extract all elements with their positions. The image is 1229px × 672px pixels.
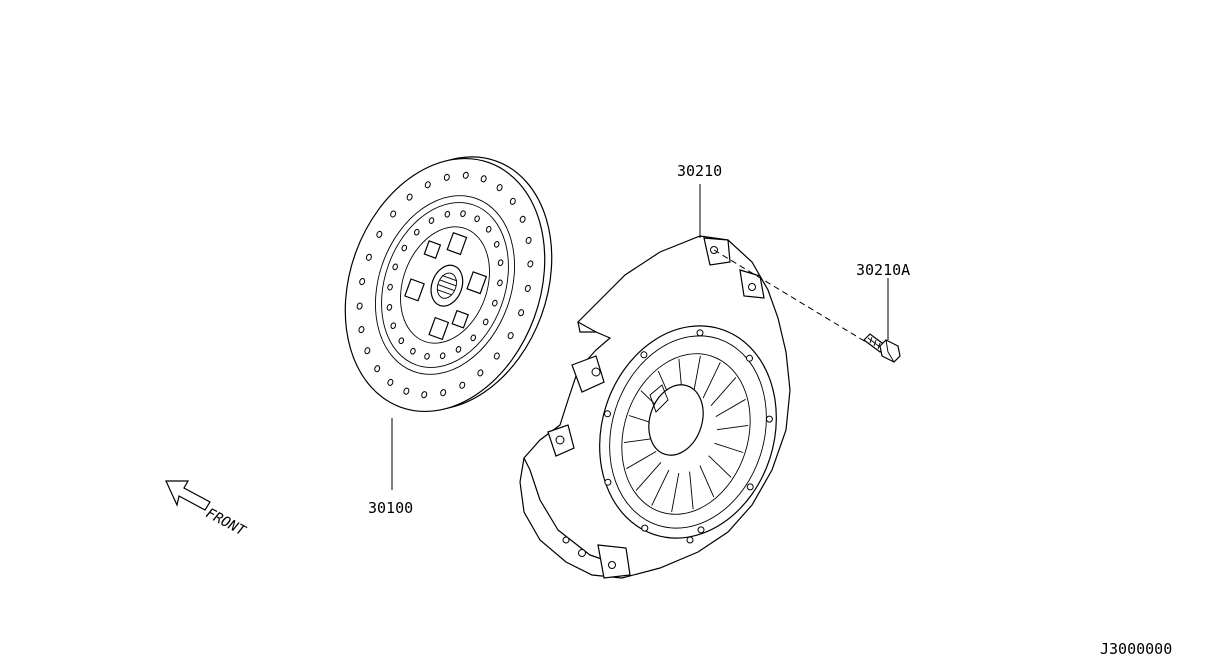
bolt-part-number[interactable]: 30210A bbox=[856, 261, 910, 279]
bolt-icon[interactable] bbox=[863, 333, 901, 363]
front-label: FRONT bbox=[203, 505, 249, 540]
front-arrow-icon bbox=[165, 480, 211, 511]
clutch-cover-icon[interactable] bbox=[519, 235, 803, 579]
clutch-disc-icon[interactable] bbox=[311, 127, 585, 442]
figure-code: J3000000 bbox=[1100, 640, 1172, 658]
clutch-cover-part-number[interactable]: 30210 bbox=[677, 162, 722, 180]
clutch-disc-part-number[interactable]: 30100 bbox=[368, 499, 413, 517]
